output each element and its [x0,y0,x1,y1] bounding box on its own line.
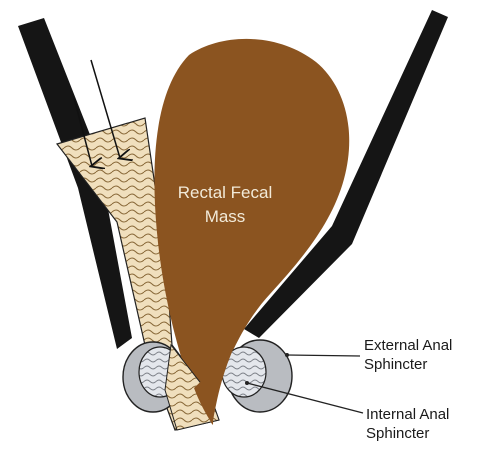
mass-label-line-1: Rectal Fecal [170,181,280,205]
internal-label-line-1: Internal Anal [366,405,449,424]
external-anal-sphincter-label: External Anal Sphincter [364,336,452,374]
rectal-fecal-mass-label: Rectal Fecal Mass [170,181,280,229]
external-leader-dot [285,353,289,357]
mass-label-line-2: Mass [170,205,280,229]
internal-anal-sphincter-label: Internal Anal Sphincter [366,405,449,443]
internal-label-line-2: Sphincter [366,424,449,443]
external-label-line-1: External Anal [364,336,452,355]
external-sphincter-leader [287,355,360,356]
external-label-line-2: Sphincter [364,355,452,374]
internal-leader-dot [245,381,249,385]
